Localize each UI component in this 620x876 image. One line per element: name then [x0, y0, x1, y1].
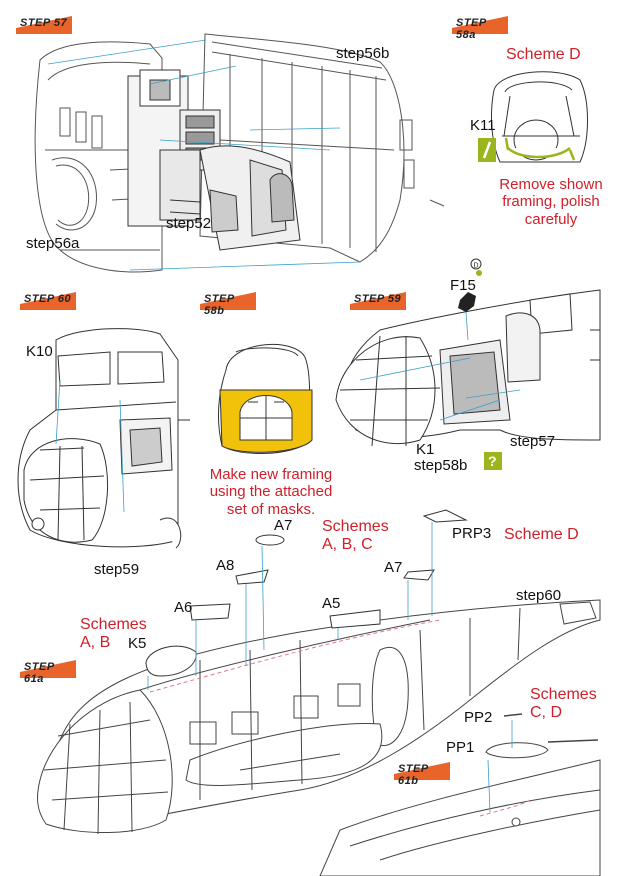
note-schemes-ab: Schemes A, B: [80, 616, 147, 653]
step61a-fuselage: [37, 599, 601, 835]
note-schemes-cd-line2: C, D: [530, 704, 562, 722]
step58b-badge: STEP 58b: [200, 292, 256, 317]
step58a-canopy: [491, 71, 588, 163]
step61a-leader-lines: [147, 522, 433, 690]
question-option-icon: ?: [484, 452, 502, 470]
d-option-marker-icon: D: [470, 258, 482, 276]
label-step58b: step58b: [414, 457, 468, 474]
label-a5: A5: [322, 595, 341, 612]
note-schemes-abc: Schemes A, B, C: [322, 518, 389, 555]
step61a-antenna-parts: [145, 509, 468, 677]
step61b-underside: [319, 713, 601, 876]
step61b-badge: STEP 61b: [394, 762, 450, 787]
label-k1: K1: [416, 441, 435, 458]
step59-badge: STEP 59: [350, 292, 406, 310]
label-pp1: PP1: [446, 739, 475, 756]
photo-etch-icon: [478, 138, 496, 162]
step60-leader-lines: [55, 379, 125, 513]
note-schemes-ab-line1: Schemes: [80, 616, 147, 633]
step59-leader-lines: [359, 311, 521, 421]
note-remove-line2: framing, polish: [502, 193, 600, 211]
svg-text:D: D: [474, 263, 479, 270]
step61b-leader-lines: [487, 720, 513, 813]
note-schemes-abc-line1: Schemes: [322, 518, 389, 535]
note-make-line3: set of masks.: [226, 500, 316, 518]
note-make-line1: Make new framing: [209, 466, 333, 483]
step58a-badge: STEP 58a: [452, 16, 508, 41]
label-step57: step57: [510, 433, 556, 450]
fuselage-dashed-line: [149, 619, 441, 693]
step60-badge: STEP 60: [20, 292, 76, 310]
step60-nose-assembly: [17, 328, 190, 549]
label-a7-right: A7: [384, 559, 403, 576]
label-step60: step60: [516, 587, 562, 604]
note-remove-framing: Remove shown framing, polish carefuly: [486, 176, 616, 228]
note-schemes-ab-line2: A, B: [80, 634, 111, 652]
step59-nose-with-canopy: [335, 289, 601, 447]
step57-leader-lines: [47, 39, 361, 271]
label-pp2: PP2: [464, 709, 493, 726]
note-make-framing: Make new framing using the attached set …: [196, 466, 346, 518]
label-k10: K10: [26, 343, 53, 360]
note-remove-line3: carefuly: [524, 210, 578, 228]
step61a-badge: STEP 61a: [20, 660, 76, 685]
label-a7-top: A7: [274, 517, 293, 534]
label-step59: step59: [94, 561, 140, 578]
note-scheme-d-title: Scheme D: [506, 46, 581, 63]
label-f15: F15: [450, 277, 476, 294]
note-schemes-cd: Schemes C, D: [530, 686, 597, 723]
label-k5: K5: [128, 635, 147, 652]
underside-dashed-line: [479, 799, 531, 817]
note-scheme-d-prp3: Scheme D: [504, 526, 579, 543]
label-step56b: step56b: [336, 45, 390, 62]
note-make-line2: using the attached: [209, 483, 333, 501]
step57-cockpit-interior: [127, 69, 301, 251]
label-step56a: step56a: [26, 235, 80, 252]
label-k11: K11: [470, 117, 496, 134]
step58b-canopy-masks: [218, 343, 313, 454]
label-a8: A8: [216, 557, 235, 574]
note-schemes-cd-line1: Schemes: [530, 686, 597, 703]
label-a6: A6: [174, 599, 193, 616]
label-step52: step52: [166, 215, 212, 232]
step57-badge: STEP 57: [16, 16, 72, 34]
note-remove-line1: Remove shown: [499, 176, 603, 193]
black-part-icon: [458, 292, 476, 312]
note-schemes-abc-line2: A, B, C: [322, 536, 373, 554]
label-prp3: PRP3: [452, 525, 492, 542]
svg-text:?: ?: [488, 453, 497, 469]
